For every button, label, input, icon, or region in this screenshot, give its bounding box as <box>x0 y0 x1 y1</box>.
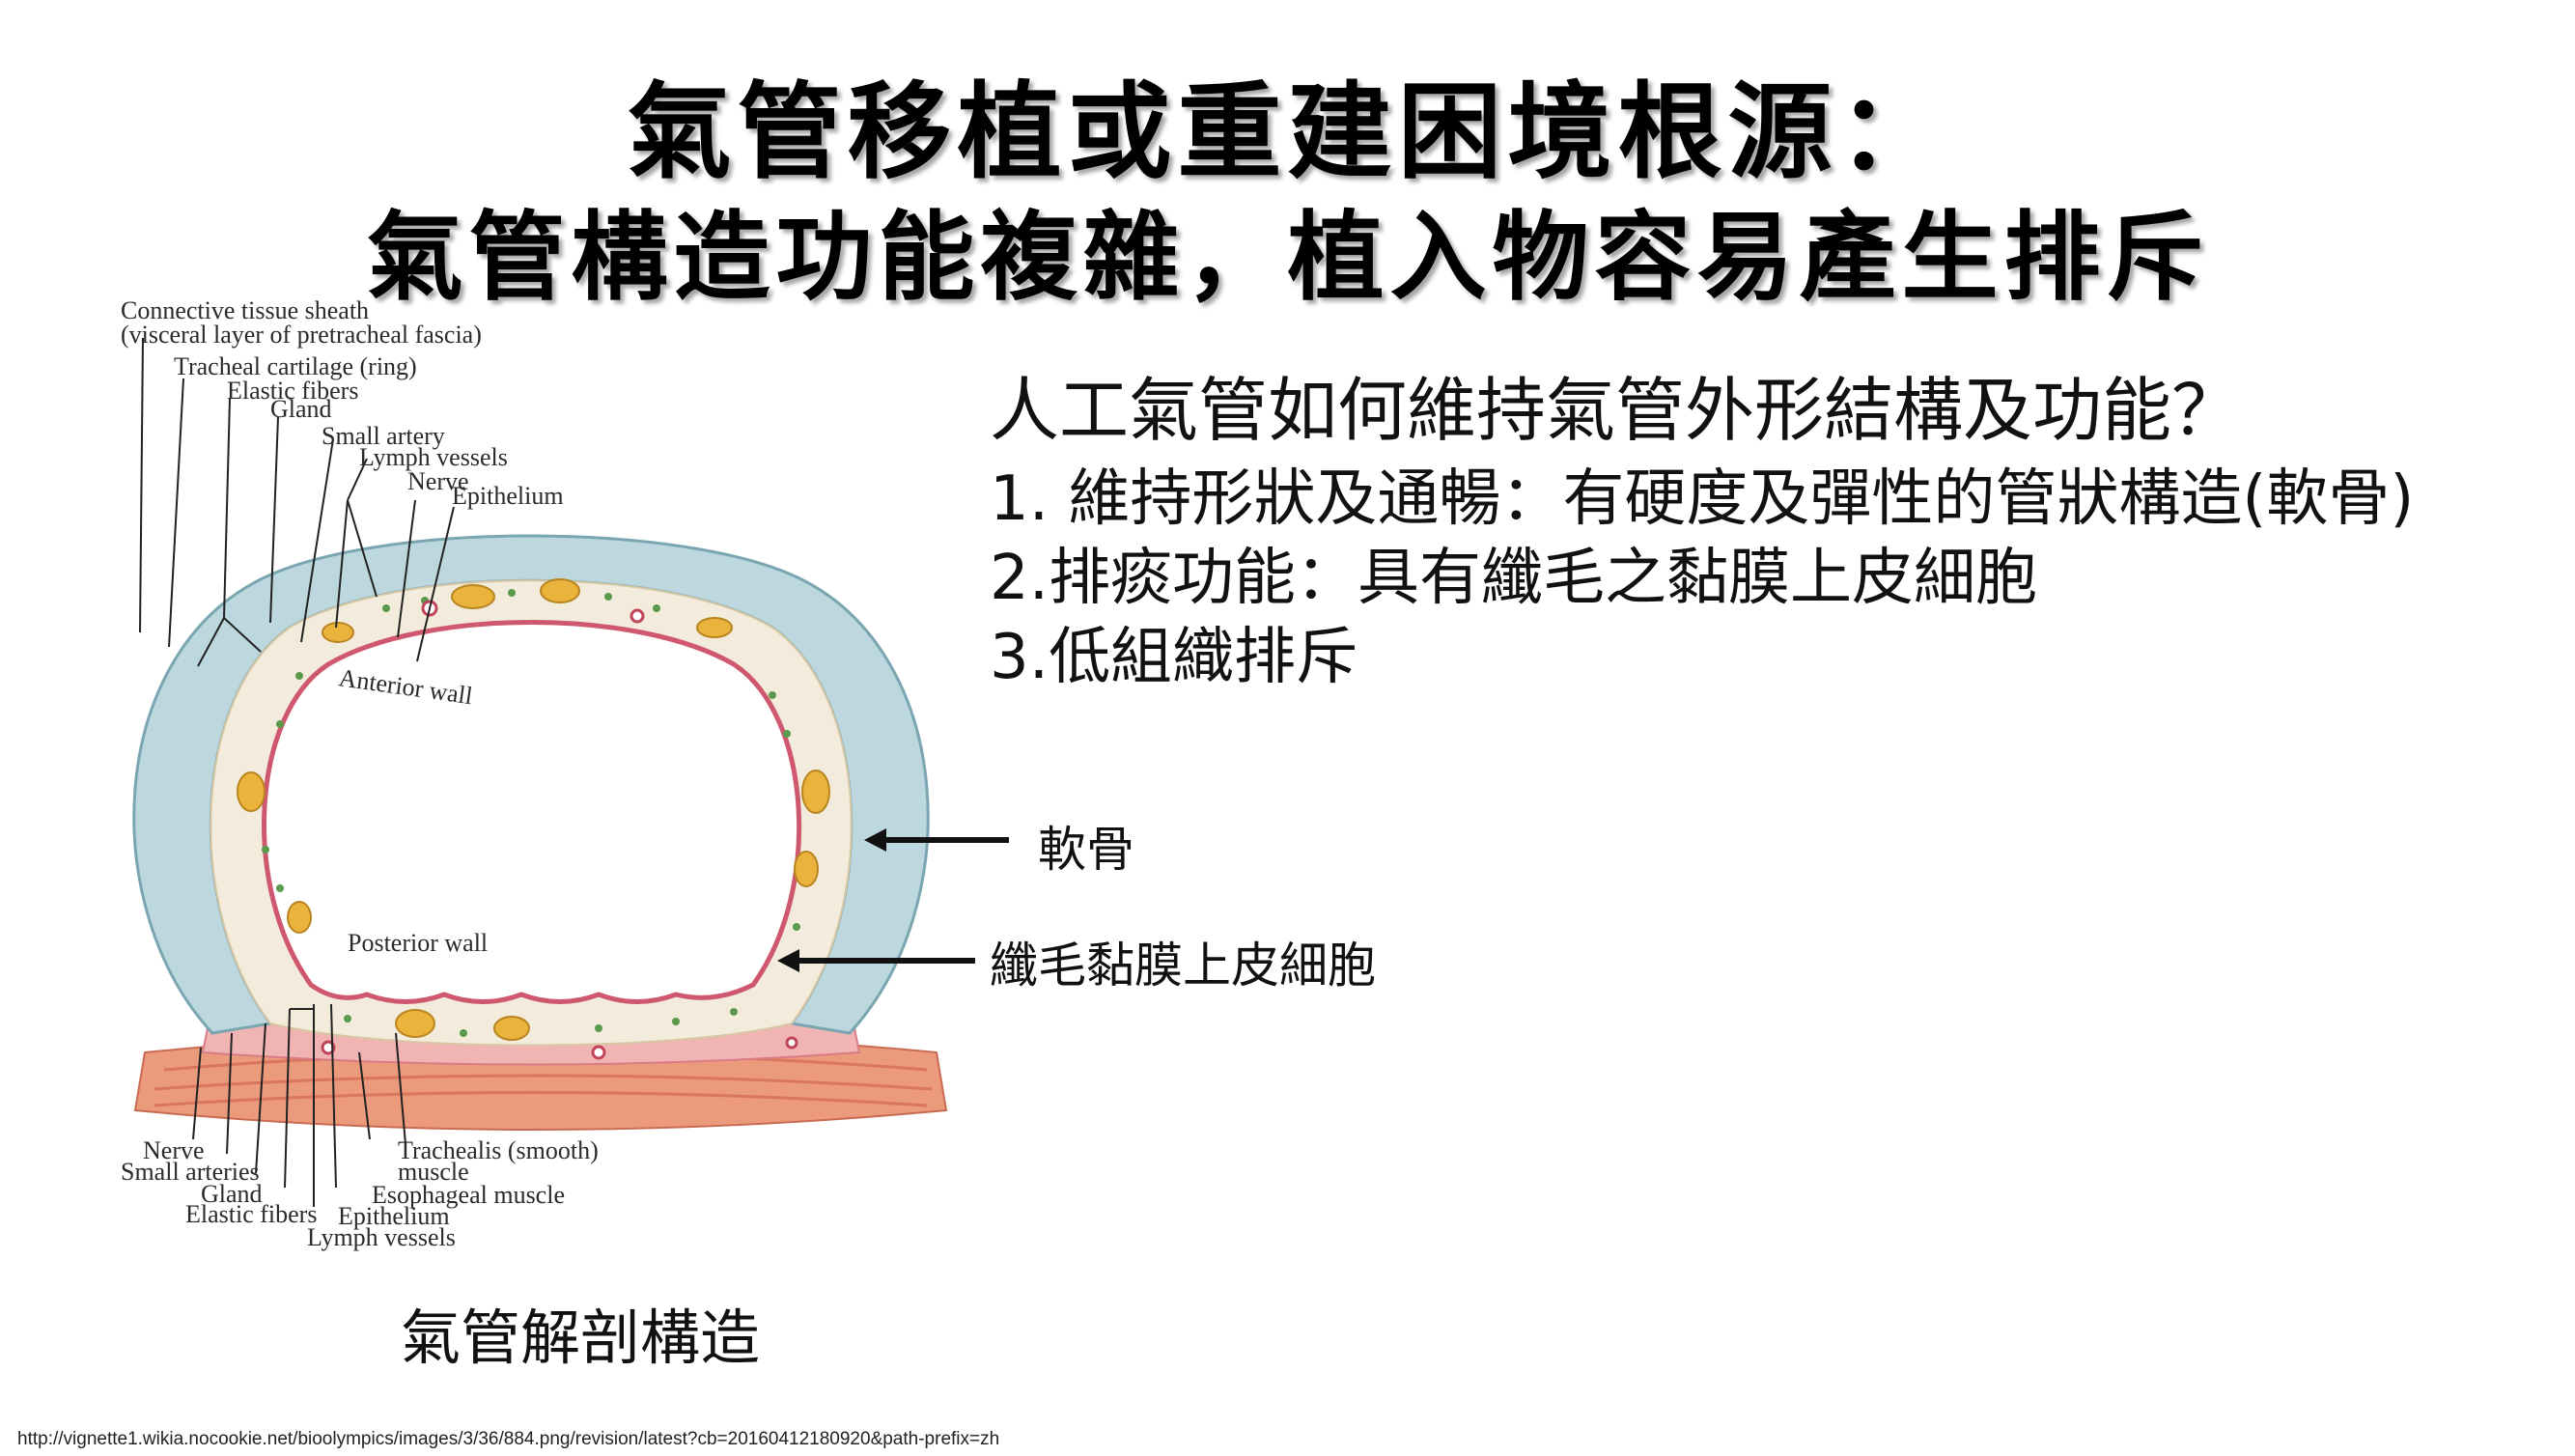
label-tracheal-cartilage: Tracheal cartilage (ring) <box>174 352 417 380</box>
label-epithelium-arrow: 纖毛黏膜上皮細胞 <box>990 938 1376 994</box>
arrow-to-epithelium <box>777 949 975 972</box>
source-url: http://vignette1.wikia.nocookie.net/bioo… <box>17 1429 1000 1449</box>
arrow-to-cartilage <box>864 828 1009 852</box>
question-panel: 人工氣管如何維持氣管外形結構及功能？ 1. 維持形狀及通暢：有硬度及彈性的管狀構… <box>990 367 2554 697</box>
panel-point-1: 1. 維持形狀及通暢：有硬度及彈性的管狀構造(軟骨) <box>990 463 2415 535</box>
label-small-arteries: Small arteries <box>121 1158 260 1186</box>
label-nerve-top: Nerve <box>407 467 469 495</box>
leader-lines-top <box>139 337 455 667</box>
label-elastic-fibers-top: Elastic fibers <box>227 377 358 405</box>
label-cartilage-arrow: 軟骨 <box>1038 822 1134 878</box>
label-epithelium-top: Epithelium <box>452 482 564 510</box>
diagram-caption: 氣管解剖構造 <box>401 1302 761 1373</box>
blood-vessels <box>321 600 798 1060</box>
label-lymph-vessels-top: Lymph vessels <box>359 443 508 471</box>
panel-question: 人工氣管如何維持氣管外形結構及功能？ <box>990 370 2242 451</box>
label-nerve-bottom: Nerve <box>143 1136 205 1164</box>
label-lymph-vessels-bottom: Lymph vessels <box>307 1223 456 1251</box>
label-posterior-wall: Posterior wall <box>348 929 488 957</box>
panel-point-3: 3.低組織排斥 <box>990 622 1358 693</box>
label-epithelium-bottom: Epithelium <box>338 1202 450 1230</box>
lumen <box>262 620 802 1004</box>
panel-point-2: 2.排痰功能：具有纖毛之黏膜上皮細胞 <box>990 543 2038 614</box>
label-esophageal-muscle: Esophageal muscle <box>372 1181 565 1209</box>
label-gland-top: Gland <box>270 395 332 423</box>
glands <box>237 578 830 1041</box>
leader-lines-bottom <box>192 1003 406 1207</box>
cell-dots <box>262 589 800 1037</box>
label-trachealis-muscle: Trachealis (smooth) <box>398 1136 599 1164</box>
trachea-diagram: Connective tissue sheath (visceral layer… <box>121 296 948 1251</box>
label-connective-tissue-sheath: Connective tissue sheath <box>121 296 369 324</box>
slide-title-line1: 氣管移植或重建困境根源： <box>627 71 1948 193</box>
label-gland-bottom: Gland <box>201 1180 263 1208</box>
label-trachealis-muscle-line2: muscle <box>398 1158 469 1186</box>
label-small-artery: Small artery <box>322 422 445 450</box>
label-visceral-layer: (visceral layer of pretracheal fascia) <box>121 321 482 349</box>
slide-title-line2: 氣管構造功能複雜，植入物容易產生排斥 <box>366 200 2209 314</box>
label-elastic-fibers-bottom: Elastic fibers <box>185 1200 317 1228</box>
